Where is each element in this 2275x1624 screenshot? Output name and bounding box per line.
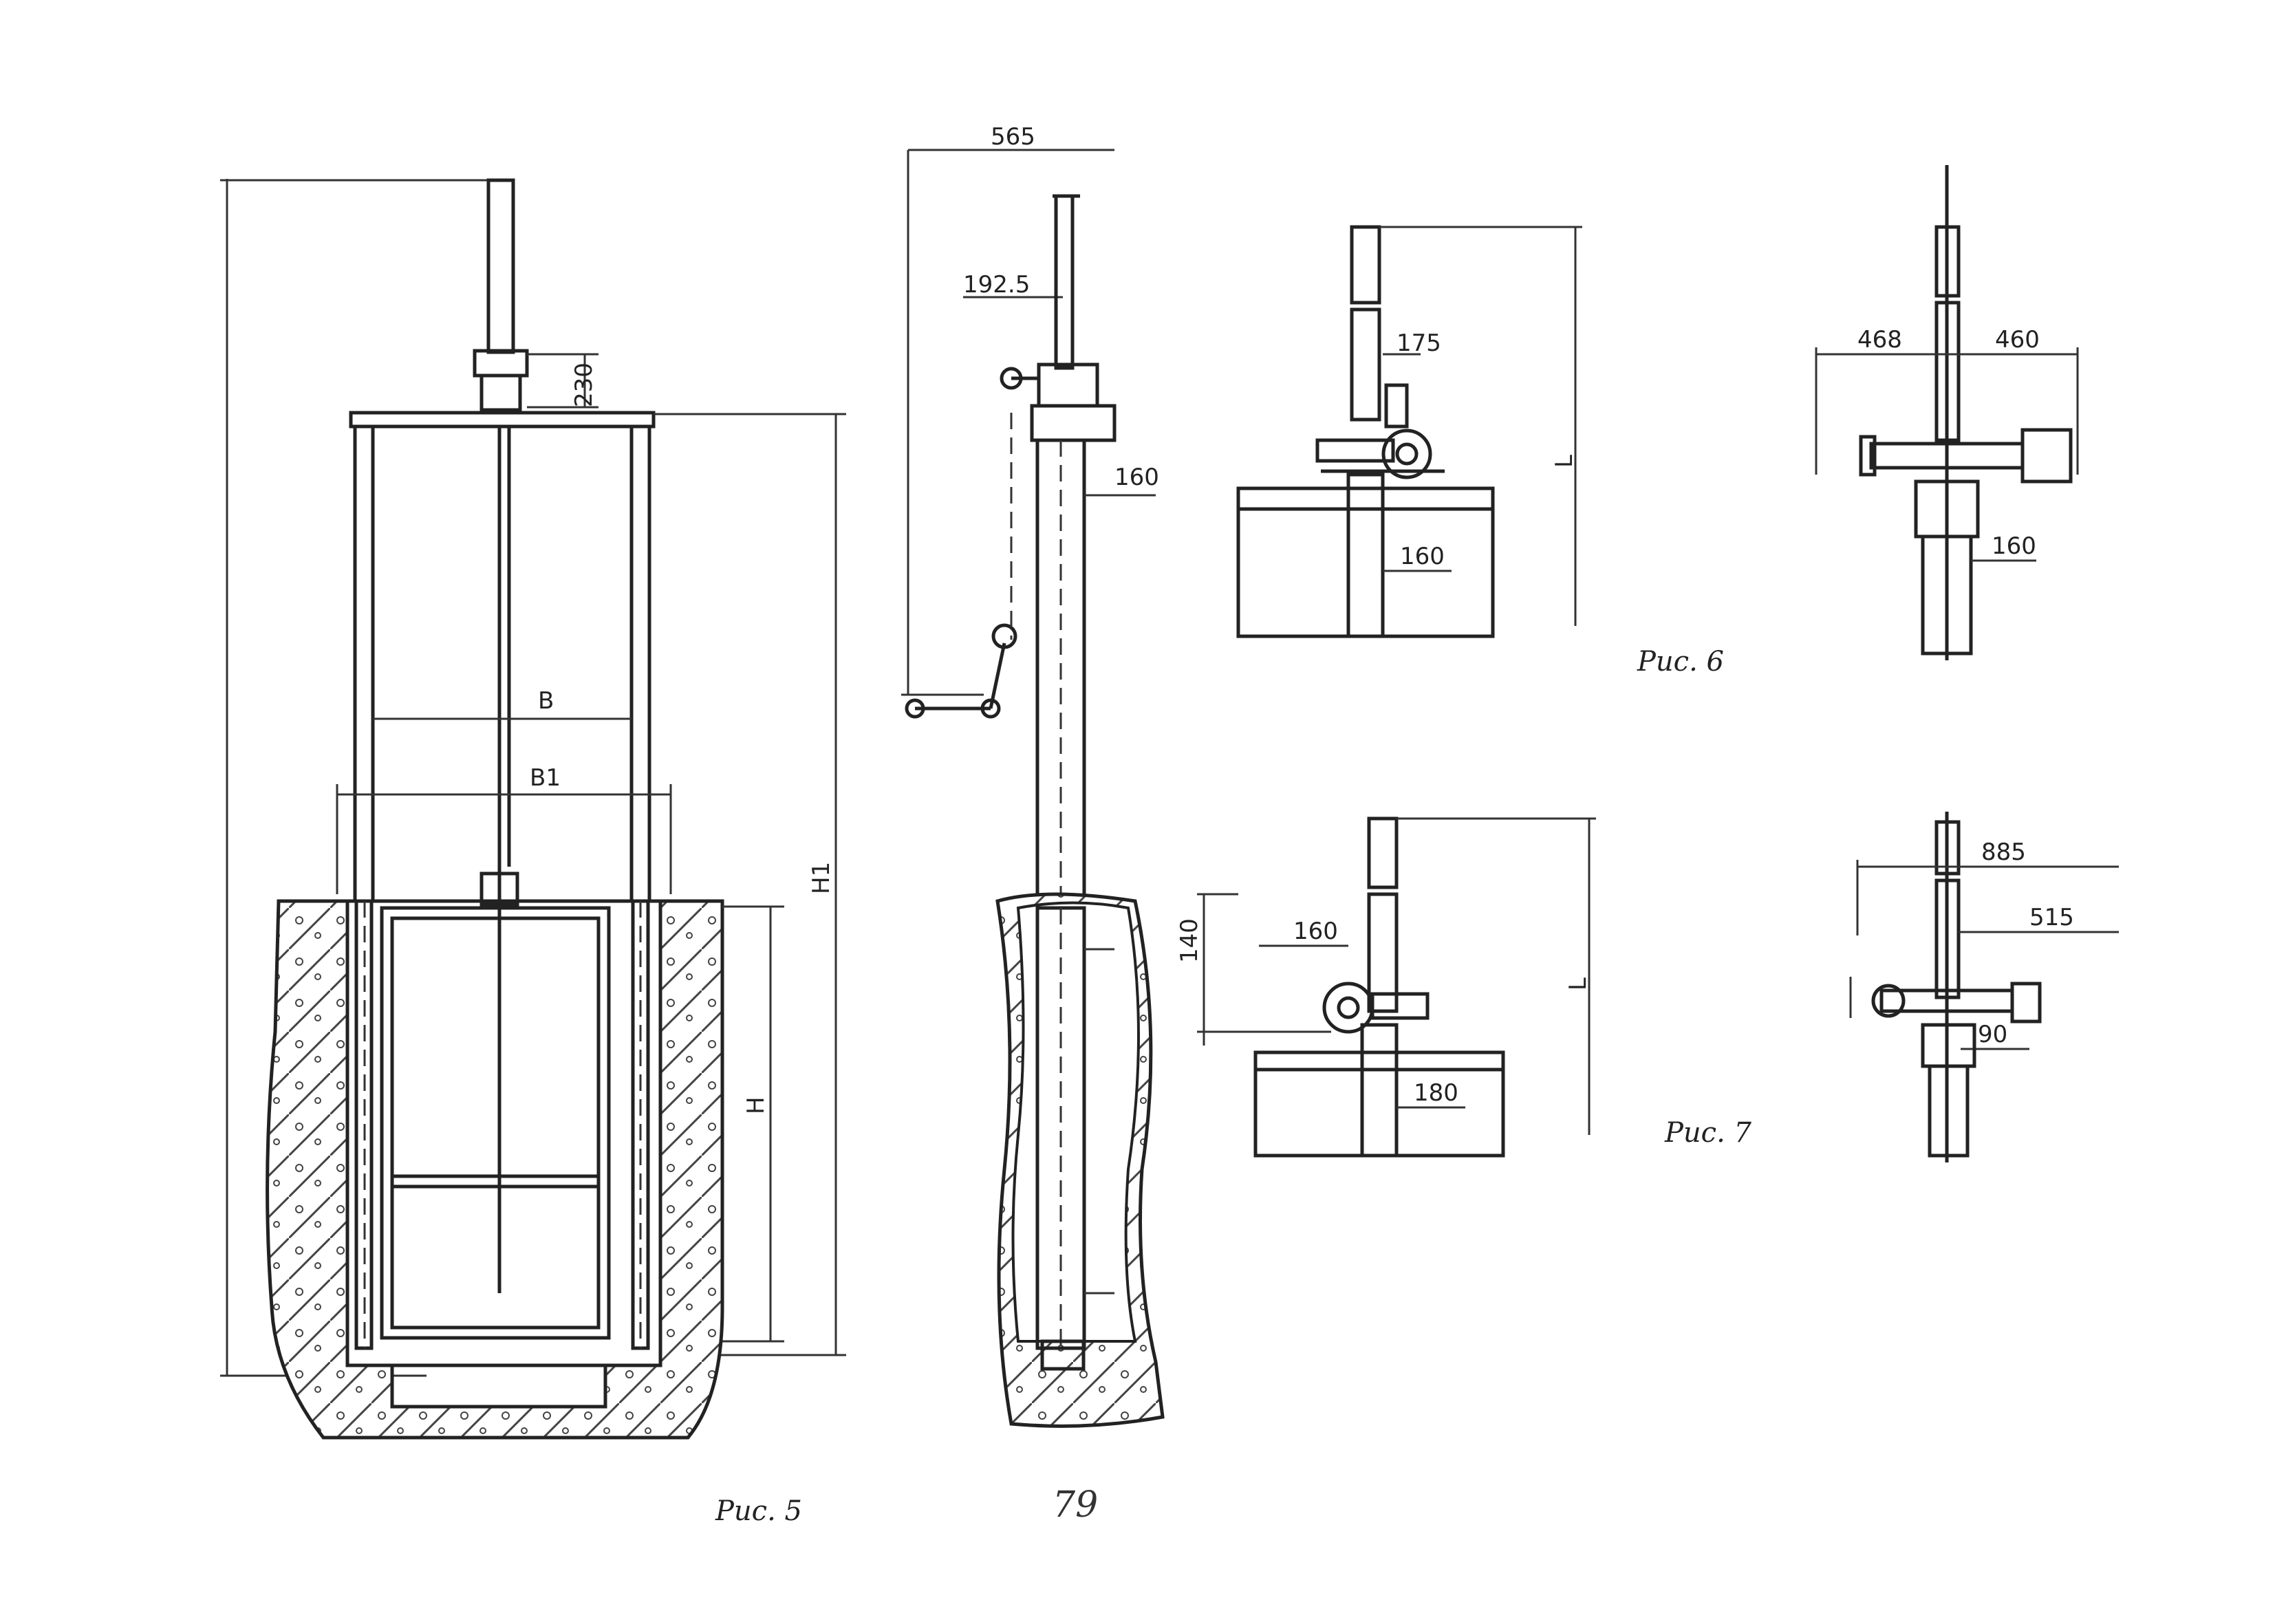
fig7-dim-l: L	[1564, 977, 1592, 990]
fig7-right-view: 885 515 90	[1849, 812, 2119, 1162]
fig7-dim-180: 180	[1414, 1079, 1458, 1107]
fig7-dim-160: 160	[1293, 918, 1338, 945]
fig5-dim-h1: H1	[808, 862, 835, 894]
fig7-left-view: 140 160 180 L Рис. 7	[1176, 816, 1752, 1158]
fig6r-dim-468: 468	[1857, 326, 1902, 354]
fig7r-dim-885: 885	[1981, 838, 2026, 866]
fig5-dim-b1: B1	[530, 764, 561, 792]
fig5-dim-h: H	[742, 1096, 770, 1114]
fig6-dim-160: 160	[1400, 543, 1445, 570]
fig6-dim-l: L	[1551, 455, 1578, 468]
side-dim-565: 565	[991, 123, 1035, 151]
fig6r-dim-160: 160	[1992, 532, 2036, 560]
fig6r-dim-460: 460	[1995, 326, 2040, 354]
fig5-dim-230: 230	[570, 362, 598, 407]
side-dim-192-5: 192.5	[963, 271, 1030, 299]
fig5-caption: Рис. 5	[715, 1495, 802, 1527]
fig6-dim-175: 175	[1397, 329, 1441, 357]
fig7r-dim-90: 90	[1978, 1021, 2007, 1048]
fig6-right-view: 468 460 160	[1815, 165, 2079, 660]
fig6-caption: Рис. 6	[1637, 646, 1724, 678]
fig7r-dim-515: 515	[2029, 904, 2074, 931]
fig5-dim-b: B	[538, 687, 554, 715]
fig7-caption: Рис. 7	[1664, 1117, 1752, 1149]
side-dim-160: 160	[1114, 464, 1159, 491]
fig6-left-view: 175 160 L Рис. 6	[1236, 225, 1724, 678]
side-view: 565 192.5 160 79	[901, 123, 1165, 1526]
fig5-front-view: 230 B B1 H1 H Рис. 5	[220, 178, 846, 1527]
fig7-dim-140: 140	[1176, 918, 1203, 963]
page-number: 79	[1053, 1484, 1098, 1526]
